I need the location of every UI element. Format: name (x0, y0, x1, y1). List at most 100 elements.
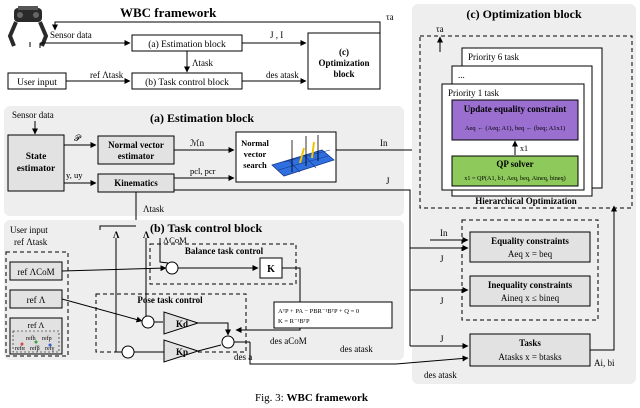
balance-title: Balance task control (185, 246, 264, 256)
state-estimator-box (7, 134, 65, 192)
opt-tau-a: τa (436, 24, 444, 34)
ref-alpha: refα (15, 345, 26, 352)
task-control-panel (4, 220, 404, 360)
ref-p: refp (42, 335, 52, 342)
qp-solver-box (451, 155, 579, 187)
task-control-title: (b) Task control block (150, 221, 262, 235)
sig-des-a-com: des aCoM (270, 336, 307, 346)
update-constraint-box (451, 99, 579, 141)
nve-label-2: estimator (118, 151, 154, 161)
inequality-formula: Aineq x ≤ bineq (501, 293, 560, 303)
priority-6-label: Priority 6 task (468, 52, 519, 62)
ref-h: refh (26, 335, 36, 342)
sig-lambda-left: Λ (113, 230, 120, 240)
opt-des-a-task: des atask (424, 370, 457, 380)
top-opt-label-3: block (333, 69, 354, 79)
caption-title: WBC framework (286, 392, 368, 404)
tasks-box (469, 333, 591, 367)
sig-lambda-task-est: Λtask (143, 204, 165, 214)
top-J-In: J , I (270, 30, 283, 40)
qp-title: QP solver (496, 159, 533, 169)
caption-prefix: Fig. 3: (255, 392, 286, 404)
riccati-box (273, 301, 393, 329)
ref-lambda-task-label: ref Λtask (14, 237, 48, 247)
nvs-label-1: Normal (241, 138, 269, 148)
top-user-input-label: User input (17, 78, 57, 88)
ref-beta: refβ (30, 345, 40, 352)
nve-label-1: Normal vector (108, 140, 164, 150)
sig-Mn: ℳn (190, 138, 205, 148)
state-estimator-label-2: estimator (17, 164, 56, 174)
estimation-title: (a) Estimation block (150, 111, 254, 125)
pose-sum-out (221, 335, 235, 349)
user-input-group (5, 251, 69, 357)
ref-gamma: refγ (45, 345, 55, 352)
top-title: WBC framework (120, 5, 217, 20)
top-opt-label-1: (c) (339, 47, 349, 57)
ref-lambda-label: ref Λ (27, 295, 46, 305)
optimization-title: (c) Optimization block (466, 7, 582, 21)
top-tau-a: τa (386, 12, 394, 22)
riccati-line1: AᵀP + PA − PBR⁻¹BᵀP + Q = 0 (278, 308, 359, 315)
balance-sum-node (165, 261, 179, 275)
figure-caption: Fig. 3: WBC framework (255, 392, 369, 404)
sig-P: 𝒫 (74, 133, 82, 143)
nvs-label-2: vector (244, 149, 267, 159)
sig-In-est: In (380, 138, 388, 148)
gain-Kd-label: Kd (176, 319, 188, 329)
estimation-sensor-data: Sensor data (12, 110, 54, 120)
gain-Kp-triangle (163, 339, 200, 363)
gain-Kp-label: Kp (176, 347, 188, 357)
kinematics-label: Kinematics (114, 178, 158, 188)
pose-sum-d (141, 315, 155, 329)
nvs-label-3: search (243, 160, 267, 170)
tasks-formula: Atasks x = btasks (498, 352, 562, 362)
qp-formula: x1 = QP(A1, b1, Aeq, beq, Aineq, bineq) (464, 175, 565, 182)
pose-title: Pose task control (137, 295, 203, 305)
opt-J-3: J (440, 334, 444, 344)
pose-sum-p (121, 345, 135, 359)
top-optimization-block (307, 32, 381, 90)
ref-lambda-com-label: ref ΛCoM (17, 267, 54, 277)
priority-dots: ... (458, 70, 465, 80)
top-des-a-task: des atask (266, 70, 299, 80)
riccati-line2: K = R⁻¹BᵀP (278, 318, 310, 325)
top-opt-label-2: Optimization (319, 58, 370, 68)
opt-J-1: J (440, 254, 444, 264)
tasks-title: Tasks (519, 338, 541, 348)
priority-1-label: Priority 1 task (448, 88, 499, 98)
balance-task-group (149, 243, 297, 285)
top-estimation-label: (a) Estimation block (148, 39, 226, 50)
terrain-grid-icon (271, 135, 335, 177)
opt-J-2: J (440, 296, 444, 306)
update-title: Update equality constraint (464, 104, 567, 114)
top-lambda-task: Λtask (192, 58, 214, 68)
sig-y-uy: y, uy (66, 170, 83, 180)
top-ref-lambda: ref Λtask (90, 70, 124, 80)
inequality-box (469, 275, 591, 307)
constraints-group (461, 219, 599, 321)
equality-box (469, 231, 591, 263)
robot-icon (7, 6, 49, 47)
sig-lambda-com: ΛCoM (163, 235, 187, 245)
opt-Ai-bi: Ai, bi (594, 358, 615, 368)
ref-detail-label: ref Λ (28, 321, 45, 330)
sig-pcl-pcr: pcl, pcr (190, 166, 216, 176)
sig-lambda-right: Λ (143, 230, 150, 240)
equality-title: Equality constraints (491, 236, 569, 246)
update-formula: Aeq ← (Aeq; A1), beq ← (beq; A1x1) (465, 125, 565, 132)
user-input-label: User input (10, 225, 48, 235)
gain-K-label: K (267, 264, 275, 275)
inequality-title: Inequality constraints (488, 280, 573, 290)
top-sensor-data: Sensor data (50, 30, 92, 40)
opt-In: In (440, 228, 448, 238)
equality-formula: Aeq x = beq (508, 249, 553, 259)
sig-des-a: des a (234, 352, 252, 362)
top-task-control-label: (b) Task control block (145, 77, 229, 88)
gain-Kd-triangle (163, 311, 200, 335)
normal-vector-estimator-box (97, 135, 175, 165)
sig-des-a-task-tc: des atask (340, 344, 373, 354)
hierarchical-group (419, 35, 633, 209)
hierarchical-label: Hierarchical Optimization (475, 196, 577, 206)
